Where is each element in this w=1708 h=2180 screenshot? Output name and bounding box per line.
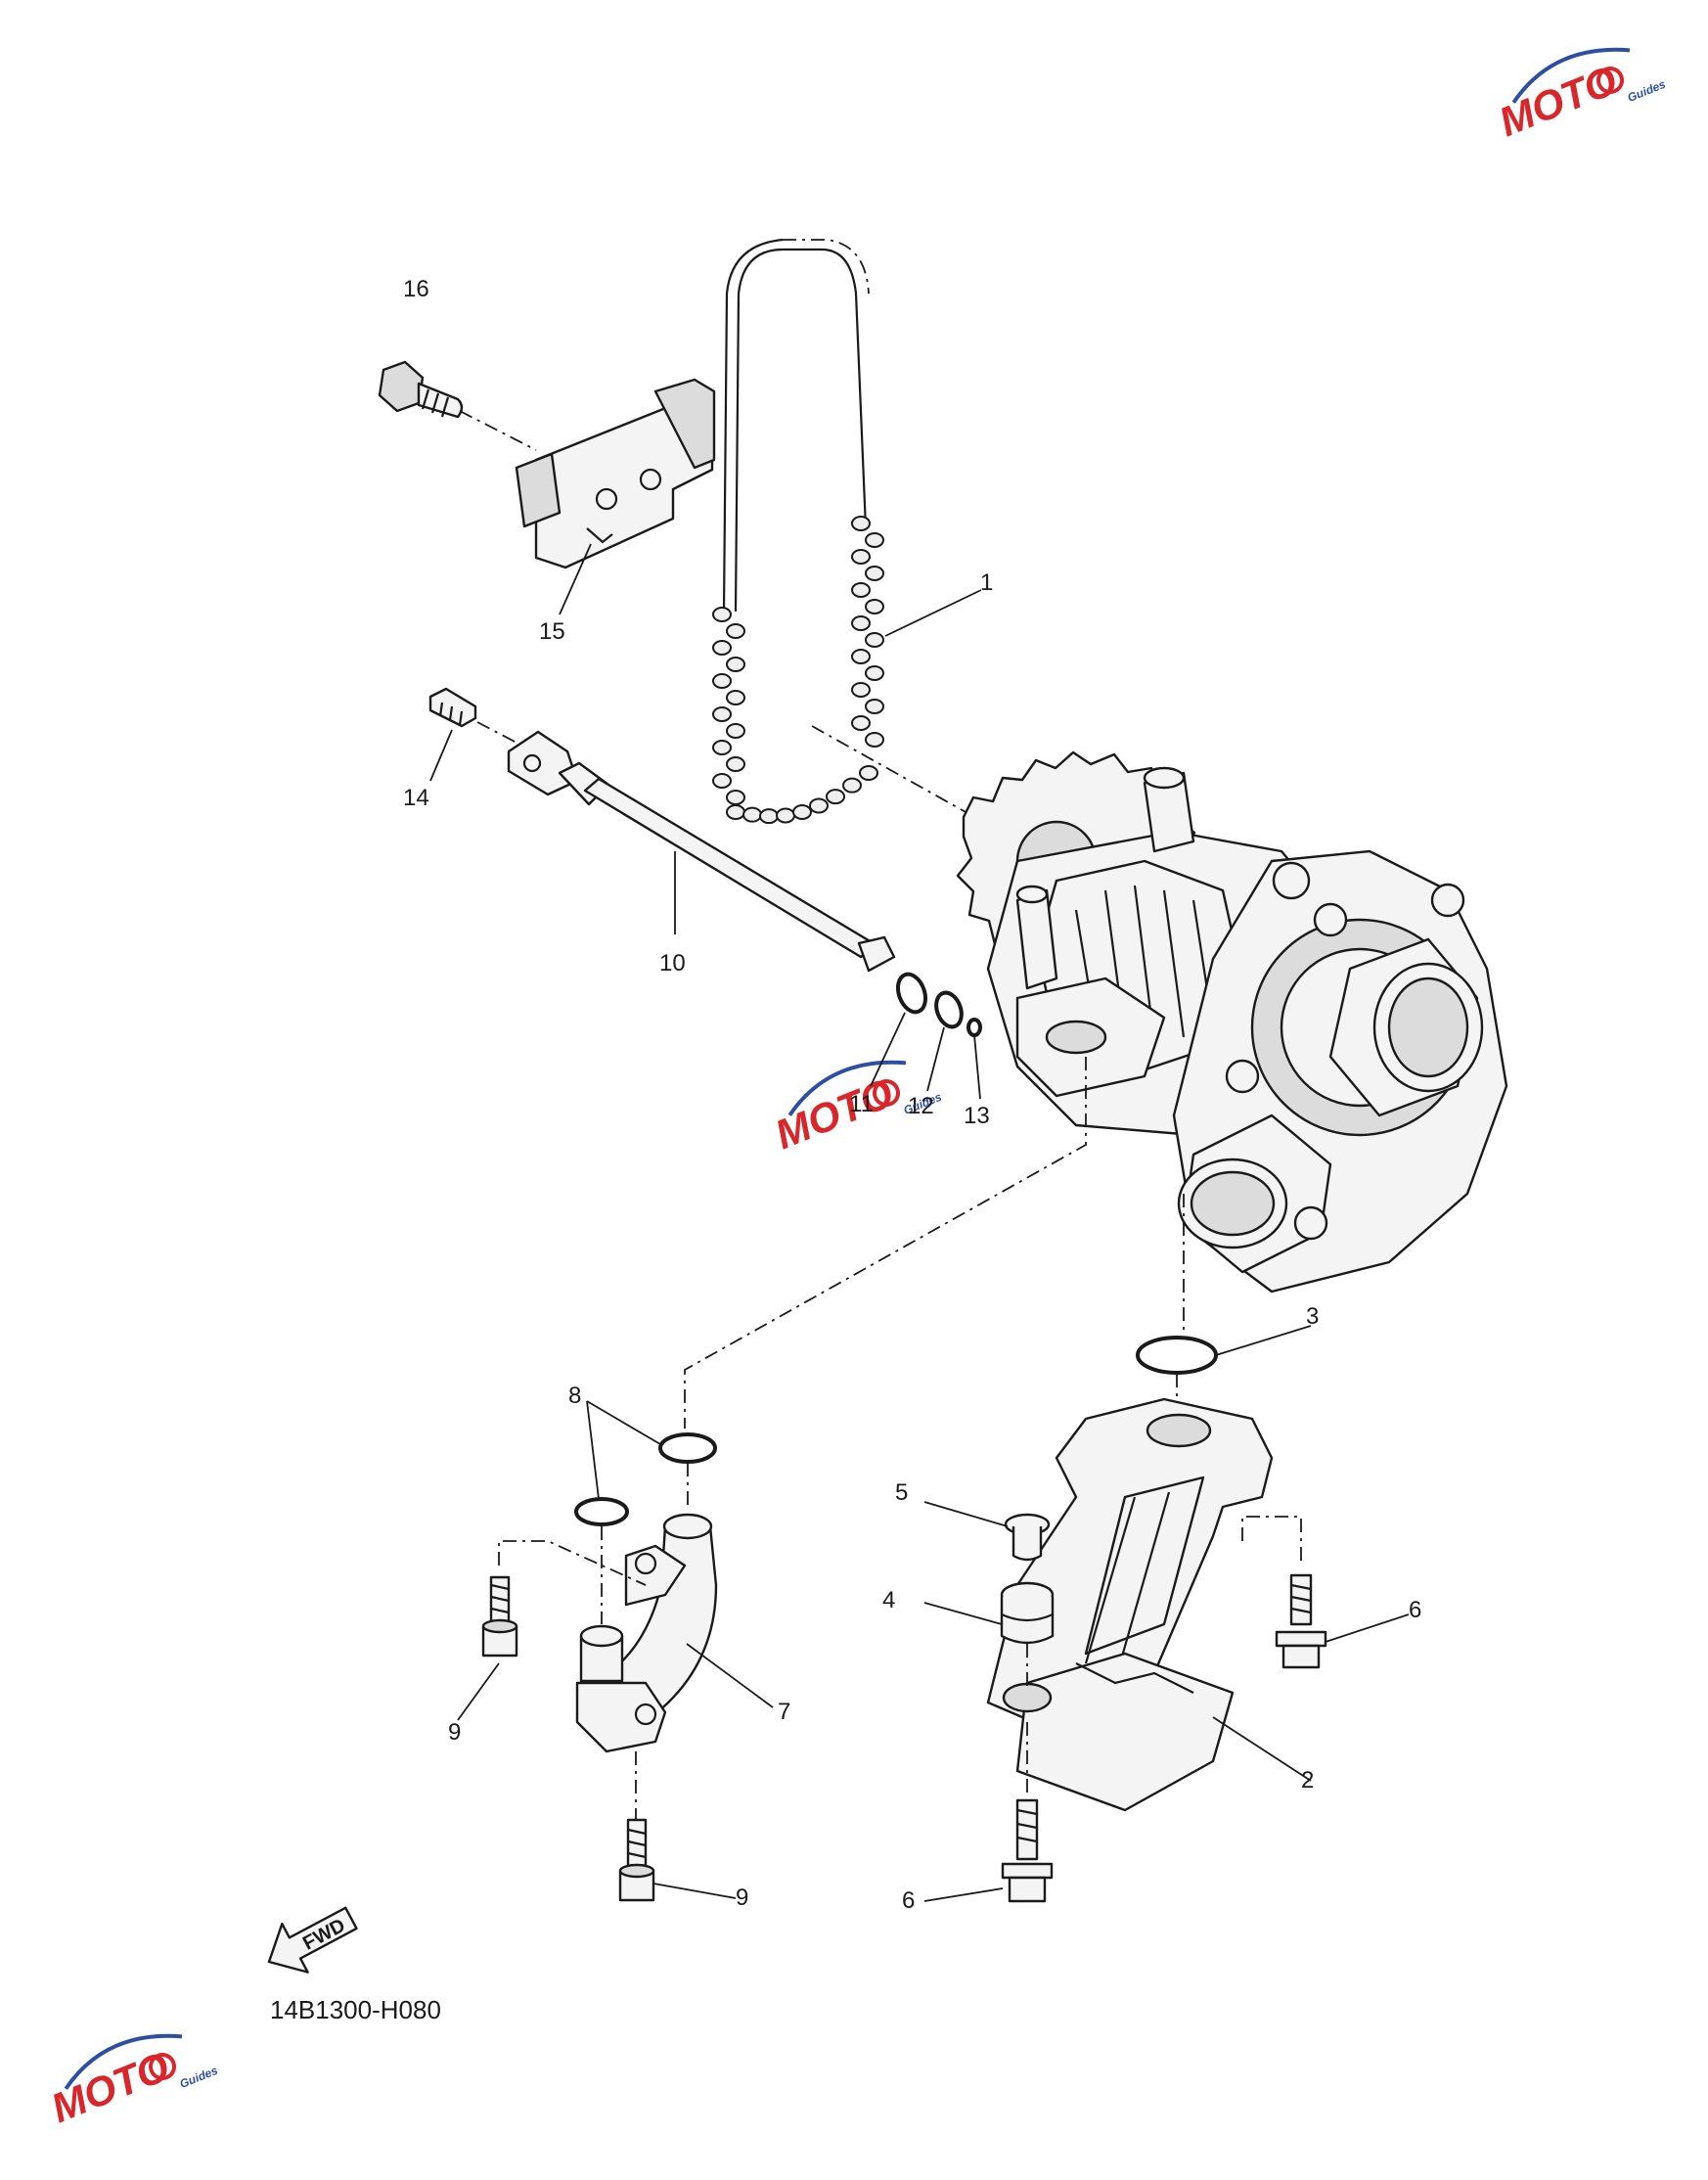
dash-16-15 [459,410,537,451]
chain-link [712,640,732,656]
chain-link [851,649,871,664]
oil-pump-assembly [956,750,1508,1294]
chain-link [726,756,745,772]
chain-link [809,797,829,814]
chain-link [865,632,884,648]
callout-1: 1 [980,569,993,596]
chain-link [759,808,779,825]
dash-chain-sprocket [811,725,984,823]
screw-14 [428,687,477,728]
o-ring-12 [934,990,964,1029]
oil-pump-chain-1 [712,238,884,825]
callout-2: 2 [1301,1767,1314,1794]
chain-link [865,532,884,548]
dash-2-bolt6-right [1241,1516,1302,1566]
callout-8: 8 [568,1383,581,1409]
callout-12: 12 [908,1093,934,1119]
callout-15: 15 [539,618,565,645]
watermark-top-right: MOTO Guides [1493,47,1668,145]
diagram-code: 14B1300-H080 [270,1995,441,2024]
chain-guide-bracket-15 [515,378,716,569]
callout-3: 3 [1306,1303,1319,1330]
collar-5 [1004,1513,1051,1562]
chain-link [712,773,732,789]
svg-text:Guides: Guides [178,2064,220,2091]
bolt-9-lower [618,1818,655,1902]
callout-9-lower: 9 [736,1885,748,1911]
chain-link [865,732,884,748]
chain-link [726,804,745,820]
chain-link [865,699,884,714]
callout-13: 13 [964,1103,990,1129]
chain-link [859,765,878,781]
dash-14-10 [476,721,519,745]
o-ring-8-upper [658,1432,717,1464]
o-ring-11 [895,972,928,1015]
chain-link [792,804,812,820]
chain-link [726,623,745,639]
bolt-9-upper [481,1575,518,1658]
chain-link [726,723,745,739]
chain-link [851,615,871,631]
o-ring-3 [1136,1336,1218,1375]
callout-4: 4 [882,1587,895,1613]
dash-pump-to-pipe7 [684,1057,1087,1429]
chain-link [712,673,732,689]
grommet-4 [1000,1581,1055,1645]
chain-link [826,789,845,805]
chain-link [865,566,884,581]
chain-link [851,682,871,698]
callout-5: 5 [895,1479,908,1506]
bolt-6-bottom [1001,1798,1054,1903]
chain-link [865,599,884,614]
callout-labels: 1 2 3 4 5 6 6 7 8 9 9 10 11 12 13 14 15 … [403,276,1421,1914]
chain-link [842,777,862,794]
callout-6-right: 6 [1409,1597,1421,1623]
o-ring-8-lower [574,1497,629,1526]
chain-link [851,582,871,598]
chain-link [851,516,871,531]
chain-link [726,657,745,672]
oil-pipe-7 [575,1513,718,1753]
chain-link [726,790,745,805]
callout-16: 16 [403,276,429,302]
callout-7: 7 [778,1699,790,1725]
leader-lines [429,543,1410,1902]
oil-strainer-2 [986,1397,1274,1812]
callout-9-upper: 9 [448,1719,461,1746]
chain-link [851,715,871,731]
o-ring-13 [966,1018,982,1037]
callout-6-bottom: 6 [902,1887,915,1914]
bolt-6-right [1275,1573,1327,1669]
dash-9-7 [498,1540,647,1586]
callout-14: 14 [403,785,429,811]
svg-text:Guides: Guides [1626,77,1668,105]
callout-11: 11 [849,1091,874,1117]
chain-link [712,740,732,755]
chain-link [851,549,871,565]
bolt-16 [378,360,464,419]
chain-link [726,690,745,705]
chain-link [712,706,732,722]
watermark-bottom-left: MOTO Guides [45,2033,220,2131]
chain-link [776,807,795,824]
callout-10: 10 [659,950,686,976]
chain-link [865,665,884,681]
fwd-arrow: FWD [267,1906,358,1974]
chain-link [712,607,732,622]
chain-link [742,806,762,823]
oil-delivery-pipe-10 [507,730,896,973]
